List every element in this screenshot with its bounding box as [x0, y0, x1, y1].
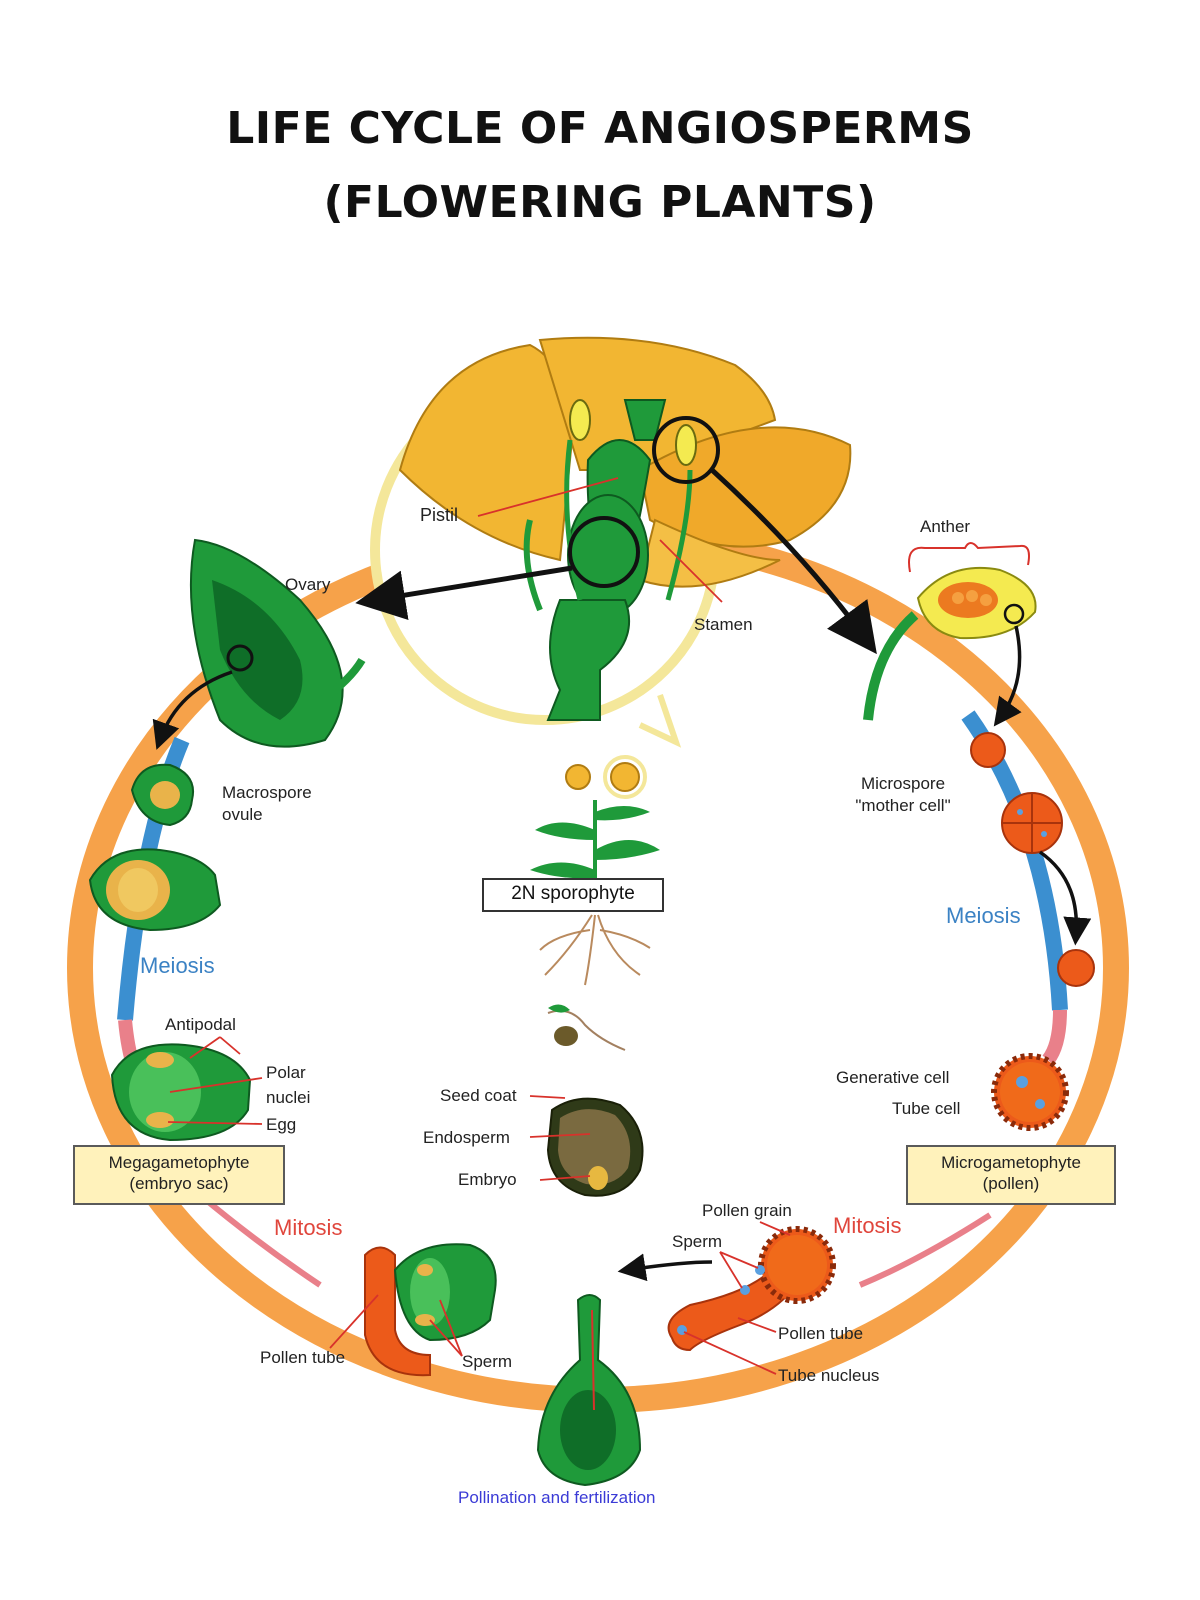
title-line-2: (FLOWERING PLANTS)	[323, 177, 877, 228]
germinating-pollen-illustration	[667, 1226, 836, 1352]
arrow-ovary-to-ovule	[152, 670, 233, 750]
antipodal-leader-1	[189, 1036, 221, 1059]
tube-nucleus-label: Tube nucleus	[778, 1366, 880, 1385]
arrow-to-anther	[710, 468, 877, 655]
mother-cell-label: "mother cell"	[855, 796, 951, 815]
pollen-grain-illustration	[991, 1053, 1069, 1131]
generative-cell-label: Generative cell	[836, 1068, 950, 1087]
megagametophyte-label: Megagametophyte	[108, 1153, 250, 1172]
microgametophyte-box: Microgametophyte (pollen)	[906, 1145, 1116, 1205]
right-mitosis-label: Mitosis	[833, 1213, 902, 1238]
sperm-left-leader-2	[439, 1299, 463, 1357]
nuclei-label: nuclei	[266, 1088, 311, 1107]
antipodal-label: Antipodal	[165, 1015, 236, 1034]
arrow-anther-to-microspore	[993, 625, 1022, 727]
pollen-grain-label: Pollen grain	[702, 1201, 792, 1220]
arrow-pollen-to-ovule	[617, 1253, 713, 1282]
sporophyte-box: 2N sporophyte	[482, 878, 664, 912]
microspore-label: Microspore	[860, 774, 946, 793]
seed-coat-label: Seed coat	[440, 1086, 517, 1105]
pistil-label: Pistil	[420, 505, 459, 525]
title-line-1: LIFE CYCLE OF ANGIOSPERMS	[226, 103, 974, 154]
right-meiosis-label: Meiosis	[946, 903, 1021, 928]
microspore-mother-cell	[970, 732, 1006, 768]
pollen-label: (pollen)	[982, 1174, 1040, 1193]
right-pink-arc	[1042, 1009, 1067, 1065]
pollen-grain-leader	[759, 1221, 791, 1236]
pollen-tube-left-label: Pollen tube	[260, 1348, 346, 1367]
ovule-label: ovule	[222, 805, 263, 824]
diagram-title: LIFE CYCLE OF ANGIOSPERMS (FLOWERING PLA…	[0, 92, 1200, 240]
embryo-leader	[539, 1175, 591, 1181]
polar-nuclei-leader	[169, 1077, 263, 1093]
polar-label: Polar	[266, 1063, 306, 1082]
antipodal-leader-2	[219, 1036, 241, 1055]
anther-illustration	[863, 566, 1037, 721]
tube-nucleus-leader	[683, 1331, 777, 1375]
tube-cell-label: Tube cell	[892, 1099, 961, 1118]
ovule-stage-2-illustration	[88, 848, 222, 932]
fertilization-ovule-illustration	[364, 1243, 497, 1377]
left-mitosis-label: Mitosis	[274, 1215, 343, 1240]
ovary-illustration	[189, 538, 366, 748]
ovary-zoom-circle	[568, 516, 640, 588]
microgametophyte-label: Microgametophyte	[941, 1153, 1081, 1172]
endosperm-leader	[529, 1133, 591, 1138]
sperm-right-leader-1	[719, 1251, 759, 1269]
seed-illustration	[546, 1097, 644, 1197]
anther-zoom-circle	[652, 416, 720, 484]
pollination-fertilization-label: Pollination and fertilization	[458, 1488, 656, 1507]
magnifier-tail	[638, 694, 682, 748]
pistil-leader	[477, 477, 619, 517]
seed-coat-leader	[529, 1095, 566, 1099]
embryo-sac-illustration	[110, 1043, 252, 1142]
arrow-to-ovary	[355, 565, 573, 621]
seedling-illustration	[547, 1004, 626, 1051]
egg-leader	[167, 1121, 263, 1125]
left-mitosis-taper	[198, 1192, 322, 1288]
megagametophyte-box: Megagametophyte (embryo sac)	[73, 1145, 285, 1205]
stamen-label: Stamen	[694, 615, 753, 634]
sperm-left-label: Sperm	[462, 1352, 513, 1371]
sporophyte-plant-illustration	[530, 755, 660, 986]
sperm-right-leader-2	[719, 1251, 743, 1289]
right-mitosis-taper	[858, 1212, 992, 1288]
stamen-leader	[659, 539, 723, 603]
embryo-sac-label: (embryo sac)	[129, 1174, 229, 1193]
sperm-left-leader-1	[429, 1319, 463, 1357]
pollen-tube-right-leader	[737, 1317, 777, 1333]
anther-label: Anther	[920, 517, 971, 536]
pollen-tube-right-label: Pollen tube	[778, 1324, 864, 1343]
arrow-tetrad-to-microspore	[1038, 850, 1092, 946]
pollen-tube-left-leader	[329, 1294, 379, 1349]
anther-bracket	[908, 542, 1030, 573]
sperm-right-label: Sperm	[672, 1232, 723, 1251]
microspore-single	[1057, 949, 1095, 987]
macrospore-label: Macrospore	[222, 783, 312, 802]
embryo-label: Embryo	[458, 1170, 517, 1189]
endosperm-label: Endosperm	[423, 1128, 510, 1147]
left-meiosis-label: Meiosis	[140, 953, 215, 978]
ovary-label: Ovary	[285, 575, 331, 594]
macrospore-ovule-illustration	[130, 763, 194, 827]
microspore-tetrad	[1001, 792, 1063, 854]
egg-label: Egg	[266, 1115, 297, 1134]
pollination-pistil-illustration	[536, 1294, 642, 1487]
